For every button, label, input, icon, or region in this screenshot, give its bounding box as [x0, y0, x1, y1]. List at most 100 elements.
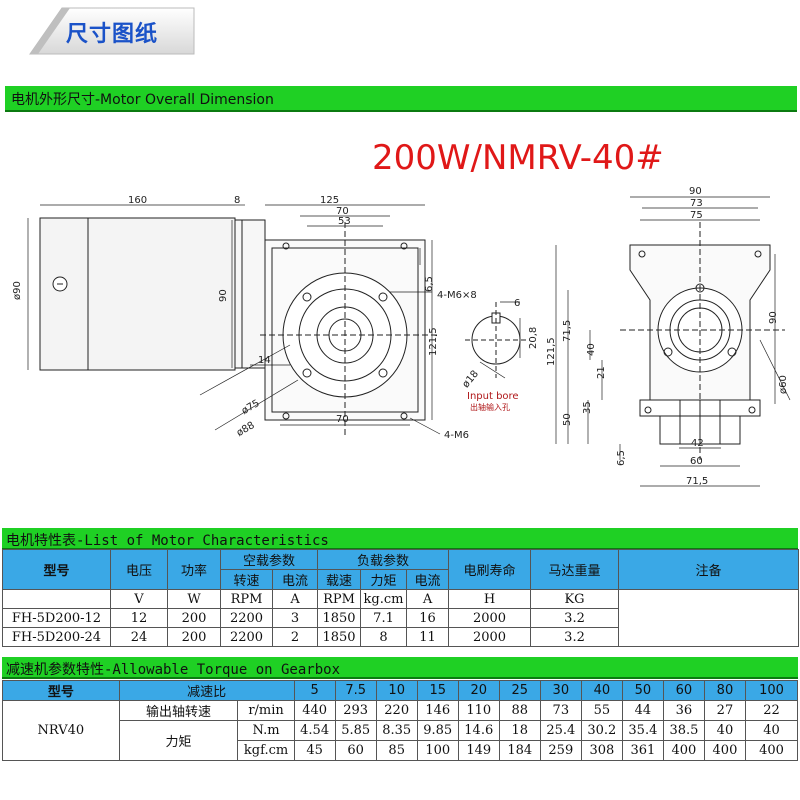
dim-d88: ø88	[235, 420, 257, 439]
cell: 5.85	[334, 720, 377, 741]
dim-90-side: 90	[218, 289, 229, 302]
ratio-cell: 80	[703, 680, 746, 701]
unit-cell: RPM	[317, 589, 362, 609]
cell: 38.5	[662, 720, 705, 741]
table-row: FH-5D200-24 24 200 2200 2 1850 8 11 2000…	[2, 627, 799, 647]
cell: 184	[498, 740, 541, 761]
dim-70-top: 70	[336, 206, 349, 217]
cell: 11	[406, 627, 450, 647]
speed-unit: r/min	[237, 700, 295, 721]
col-load-speed: 载速	[317, 569, 362, 590]
cell: 4.54	[293, 720, 336, 741]
dim-front-6-5: 6,5	[616, 450, 627, 466]
gear-col-model: 型号	[2, 680, 120, 701]
cell: 85	[375, 740, 418, 761]
cell: 44	[621, 700, 664, 721]
torque-kgf-unit: kgf.cm	[237, 740, 295, 761]
cell: 400	[744, 740, 799, 761]
unit-cell: V	[110, 589, 168, 609]
cell: 220	[375, 700, 418, 721]
dim-front-71-5-bottom: 71,5	[686, 476, 708, 487]
ratio-cell: 50	[621, 680, 664, 701]
ratio-cell: 20	[457, 680, 500, 701]
dim-front-40: 40	[586, 343, 597, 356]
cell: 149	[457, 740, 500, 761]
cell: 35.4	[621, 720, 664, 741]
cell: 3.2	[530, 627, 620, 647]
dim-121-5-side: 121,5	[428, 327, 439, 356]
motor-table-header: 电机特性表-List of Motor Characteristics	[2, 528, 798, 550]
dim-front-42: 42	[691, 438, 704, 449]
cell: 361	[621, 740, 664, 761]
cell: 40	[703, 720, 746, 741]
col-weight: 马达重量	[530, 549, 620, 590]
ratio-cell: 25	[498, 680, 541, 701]
input-bore-label: Input bore	[467, 391, 519, 402]
cell: 27	[703, 700, 746, 721]
unit-cell: kg.cm	[360, 589, 408, 609]
dim-front-50: 50	[562, 413, 573, 426]
dim-front-21: 21	[596, 366, 607, 379]
dim-front-35: 35	[582, 401, 593, 414]
cell: 55	[580, 700, 623, 721]
cell: 2000	[448, 627, 532, 647]
col-torque: 力矩	[360, 569, 408, 590]
cell: 8.35	[375, 720, 418, 741]
ratio-cell: 5	[293, 680, 336, 701]
cell: 60	[334, 740, 377, 761]
unit-cell: H	[448, 589, 532, 609]
dim-front-90-right: 90	[768, 311, 779, 324]
cell: 1850	[317, 627, 362, 647]
cell: 73	[539, 700, 582, 721]
col-current: 电流	[271, 569, 319, 590]
gear-col-ratio: 减速比	[118, 680, 295, 701]
dim-8: 8	[234, 195, 240, 206]
cell: 1850	[317, 608, 362, 628]
dim-d75: ø75	[240, 398, 262, 417]
cell: 2000	[448, 608, 532, 628]
cell: 12	[110, 608, 168, 628]
units-row: V W RPM A RPM kg.cm A H KG	[2, 589, 800, 647]
col-brush-life: 电刷寿命	[448, 549, 532, 590]
cell: 440	[293, 700, 336, 721]
cell: FH-5D200-12	[2, 608, 111, 628]
unit-cell: A	[406, 589, 450, 609]
torque-nm-unit: N.m	[237, 720, 295, 741]
dimension-drawing: 160 8 125 70 53 ø90 90 6,5 4-M6×8 121,5 …	[12, 186, 791, 487]
dim-front-121-5: 121,5	[546, 337, 557, 366]
cell: 2200	[220, 608, 273, 628]
speed-label: 输出轴转速	[118, 700, 239, 721]
cell: 36	[662, 700, 705, 721]
cell: 200	[167, 627, 221, 647]
speed-row: NRV40 输出轴转速 r/min 440 293 220 146 110 88…	[2, 700, 799, 761]
cell: 8	[360, 627, 408, 647]
dim-d90: ø90	[12, 281, 23, 300]
dim-front-d60: ø60	[778, 375, 789, 394]
gear-table-title: 减速机参数特性-Allowable Torque on Gearbox	[6, 662, 341, 678]
cell: 7.1	[360, 608, 408, 628]
unit-cell: A	[271, 589, 319, 609]
unit-cell: RPM	[220, 589, 273, 609]
input-bore-label-cn: 出轴输入孔	[470, 402, 510, 412]
torque-label: 力矩	[118, 720, 239, 761]
dim-front-60: 60	[690, 456, 703, 467]
cell: 293	[334, 700, 377, 721]
dimension-section-label: 电机外形尺寸-Motor Overall Dimension	[11, 92, 274, 108]
ratio-cell: 40	[580, 680, 623, 701]
dim-6-5-side: 6,5	[424, 276, 435, 292]
unit-cell: W	[167, 589, 221, 609]
cell: 22	[744, 700, 799, 721]
col-power: 功率	[167, 549, 221, 590]
dim-front-75: 75	[690, 210, 703, 221]
cell: 2200	[220, 627, 273, 647]
dim-bore-6: 6	[514, 298, 520, 309]
cell: 110	[457, 700, 500, 721]
gear-table-header: 减速机参数特性-Allowable Torque on Gearbox	[2, 657, 798, 679]
cell: 9.85	[416, 720, 459, 741]
dim-m6: 4-M6	[444, 430, 469, 441]
input-bore-view	[465, 301, 530, 379]
cell: 45	[293, 740, 336, 761]
dim-70-bottom: 70	[336, 414, 349, 425]
cell: 146	[416, 700, 459, 721]
cell: 100	[416, 740, 459, 761]
